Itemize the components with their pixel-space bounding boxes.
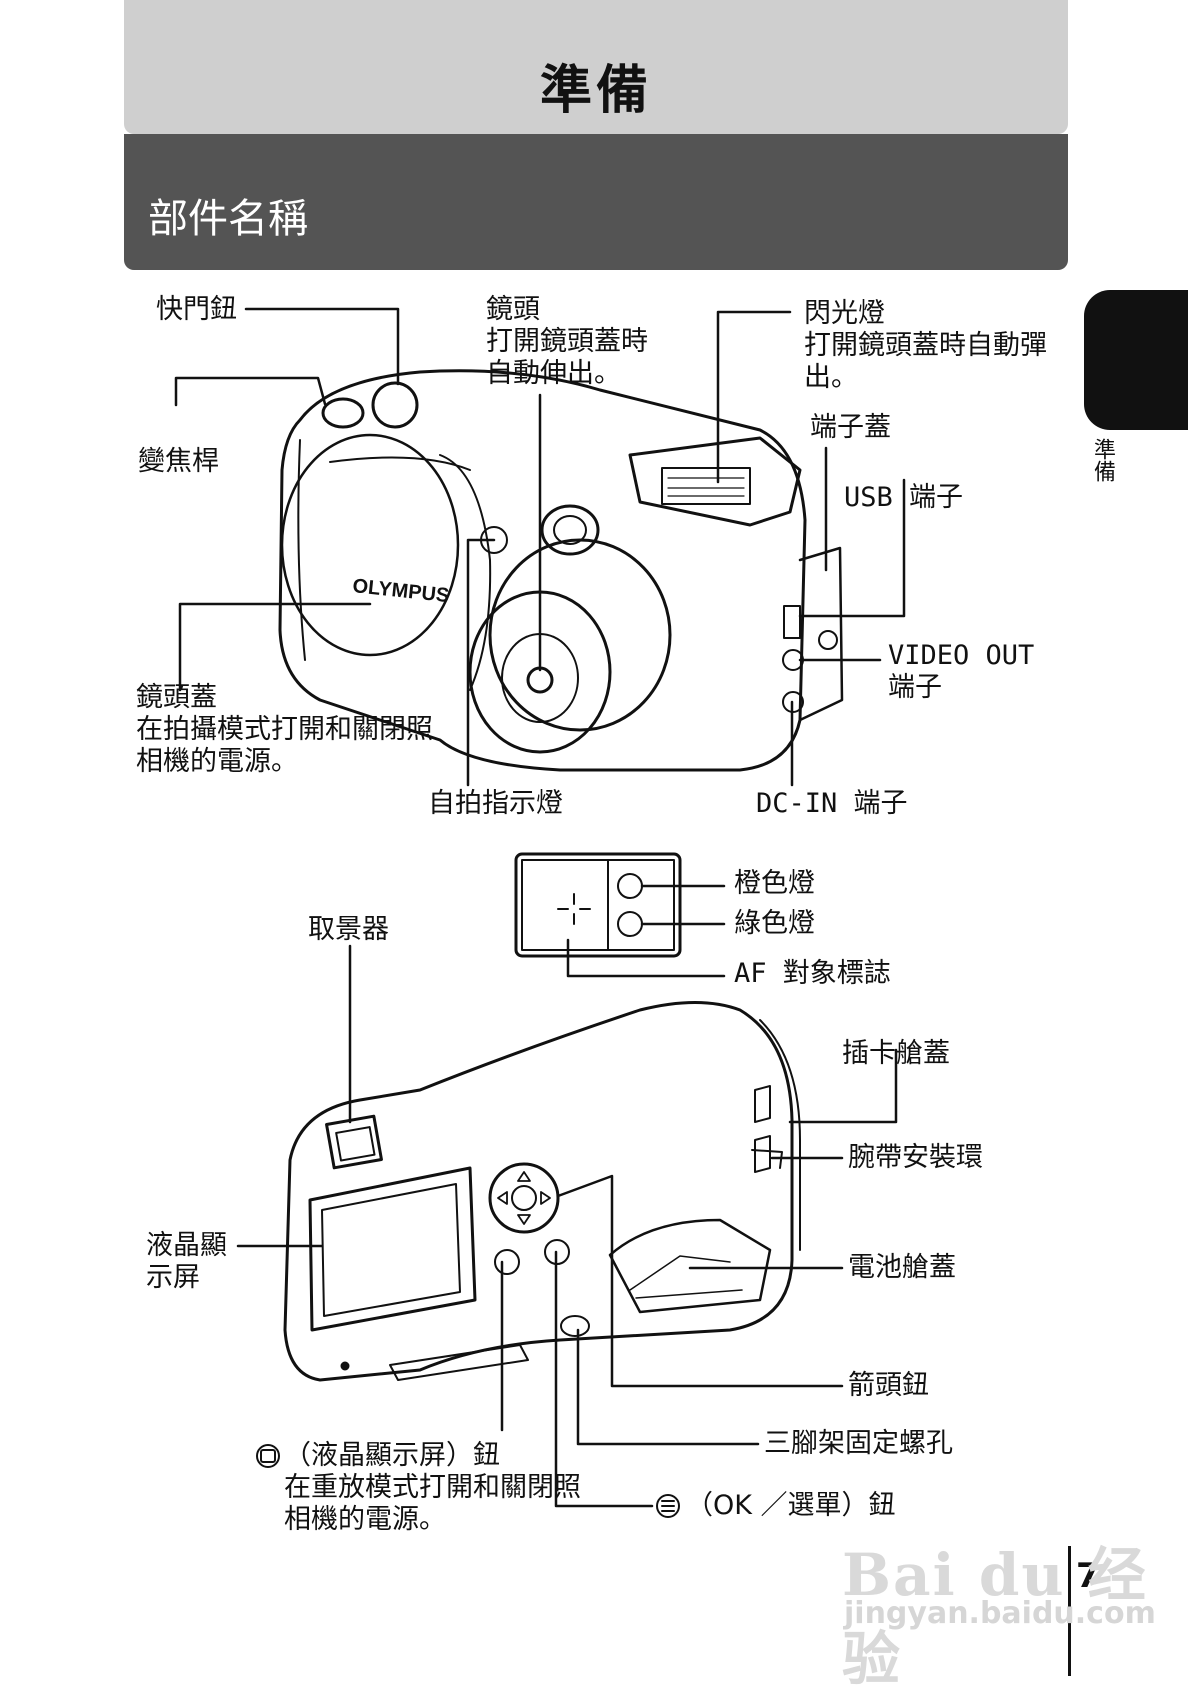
label-battery-cover: 電池艙蓋: [848, 1252, 956, 1283]
brand-logo: OLYMPUS: [351, 575, 450, 607]
label-viewfinder: 取景器: [308, 914, 389, 945]
label-flash: 閃光燈 打開鏡頭蓋時自動彈 出。: [804, 298, 1047, 393]
section-band: [124, 134, 1068, 270]
page-number: 7: [1076, 1556, 1100, 1596]
label-lcd-monitor: 液晶顯 示屏: [146, 1230, 227, 1293]
label-dc-in: DC-IN 端子: [756, 788, 908, 819]
label-shutter-button: 快門鈕: [156, 294, 237, 325]
chapter-tab[interactable]: [1084, 290, 1188, 430]
label-terminal-cover: 端子蓋: [810, 412, 891, 443]
label-lens: 鏡頭 打開鏡頭蓋時 自動伸出。: [486, 294, 648, 389]
watermark-url: jingyan.baidu.com: [844, 1596, 1156, 1631]
label-video-out: VIDEO OUT 端子: [888, 640, 1035, 703]
label-card-cover: 插卡艙蓋: [842, 1038, 950, 1069]
back-camera-drawing: [283, 1001, 801, 1382]
label-tripod-socket: 三腳架固定螺孔: [764, 1428, 953, 1459]
label-lens-cover: 鏡頭蓋 在拍攝模式打開和關閉照 相機的電源。: [136, 682, 433, 777]
label-green-lamp: 綠色燈: [734, 908, 815, 939]
label-af-mark: AF 對象標誌: [734, 958, 891, 989]
header-band: [124, 0, 1068, 134]
chapter-tab-label: 準備: [1090, 438, 1115, 482]
section-title: 部件名稱: [148, 196, 308, 242]
label-zoom-lever: 變焦桿: [138, 446, 219, 477]
label-arrow-pad: 箭頭鈕: [848, 1370, 929, 1401]
ok-menu-icon: [656, 1494, 680, 1518]
label-self-timer: 自拍指示燈: [428, 788, 563, 819]
label-ok-menu-button: （OK ／選單）鈕: [686, 1490, 896, 1521]
label-lcd-button: （液晶顯示屏）鈕 在重放模式打開和關閉照 相機的電源。: [284, 1440, 581, 1535]
front-camera-drawing: OLYMPUS: [278, 369, 844, 772]
page-title: 準備: [539, 61, 652, 121]
label-strap-eyelet: 腕帶安裝環: [848, 1142, 983, 1173]
page-number-rule: [1068, 1546, 1071, 1676]
label-usb-terminal: USB 端子: [844, 482, 964, 513]
lcd-button-icon: [256, 1444, 280, 1468]
viewfinder-inset-drawing: [514, 852, 726, 978]
label-orange-lamp: 橙色燈: [734, 868, 815, 899]
